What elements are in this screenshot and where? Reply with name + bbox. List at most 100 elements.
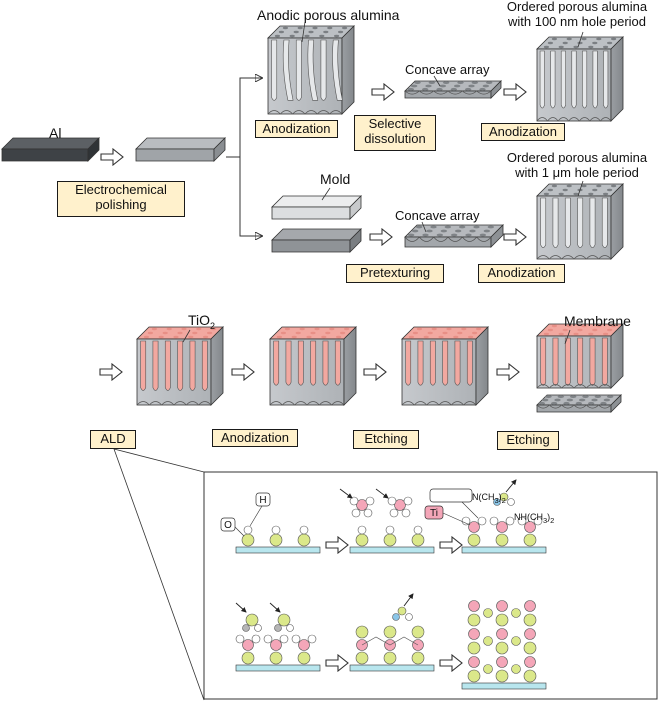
anodic-alumina-cube-channel <box>332 39 343 101</box>
concave-array-1-dimple <box>450 87 458 91</box>
anodic-alumina-cube-pore <box>342 26 348 30</box>
membrane-cube-pore <box>547 328 554 332</box>
ordered-alumina-100nm-cube-channel <box>550 50 556 109</box>
box-ald: ALD <box>90 430 136 449</box>
ordered-alumina-100nm-cube-pore <box>592 41 598 45</box>
ald-p6-bridge-0-0 <box>483 664 493 674</box>
ald-callout-ti-leader <box>442 512 471 526</box>
concave-array-2-dimple <box>426 229 433 233</box>
anodized-tio2-cube-pore <box>299 327 305 331</box>
anodized-tio2-cube-pore <box>344 327 350 331</box>
tio2-filled-cube-pore <box>151 327 157 331</box>
arrow-to-ordered-100-shape <box>503 82 527 102</box>
concave-array-1-dimple <box>425 84 432 88</box>
anodic-alumina-cube-pore <box>308 30 314 34</box>
anodized-tio2-cube-channel <box>297 340 304 386</box>
ald-p4-ligand-b-2 <box>307 634 317 644</box>
ordered-alumina-100nm-cube-channel <box>582 50 588 109</box>
nhch3-close: ) <box>547 512 551 522</box>
etched-tio2-cube-channel <box>429 340 436 386</box>
ordered-alumina-1um-cube-pore <box>611 184 617 188</box>
etched-tio2-cube-pore <box>431 327 437 331</box>
anodic-alumina-cube-pore <box>293 30 299 34</box>
ald-p4-ti-0 <box>242 639 254 651</box>
anodized-tio2-cube-channel <box>334 340 341 386</box>
tio2-filled-cube-pore <box>147 331 153 335</box>
ald-p4-ti-2 <box>298 639 310 651</box>
membrane-base-dimple <box>541 398 549 402</box>
mold-plate-top <box>271 195 362 208</box>
membrane-cube-pore <box>592 328 598 332</box>
membrane-base-dimple <box>587 401 595 405</box>
concave-array-2-dimple <box>483 229 491 233</box>
etched-tio2-cube-pore <box>476 327 482 331</box>
tio2-filled-cube-pore <box>207 331 213 335</box>
ald-callout-h-text: H <box>259 495 266 506</box>
ald-p3-ligand-b-2 <box>533 516 543 526</box>
arrow-to-concave-2 <box>369 227 393 247</box>
ordered-alumina-100nm-cube-pore <box>573 45 579 49</box>
membrane-cube-pore <box>581 324 587 328</box>
ald-p2-ligand-b-0 <box>365 496 375 506</box>
concave-array-1-dimple <box>407 87 415 91</box>
ordered-alumina-100nm-cube-pore <box>566 37 572 41</box>
box-anodization-1: Anodization <box>255 120 338 138</box>
ald-p2-substrate <box>349 546 435 554</box>
ald-p6-substrate <box>461 682 547 690</box>
branch-bracket <box>226 78 262 236</box>
anodic-alumina-cube-pore <box>338 30 344 34</box>
concave-array-2-dimple <box>465 233 472 237</box>
membrane-base-dimple <box>563 401 570 405</box>
ordered-alumina-1um-cube-pore <box>588 192 594 196</box>
leader-ordered-100 <box>577 31 584 48</box>
polished-plate <box>135 137 226 162</box>
concave-array-1-dimple <box>436 87 443 91</box>
tio2-filled-cube-pore <box>192 331 198 335</box>
tio2-subscript: 2 <box>210 320 216 331</box>
leader-membrane <box>564 329 571 345</box>
etched-tio2-cube-channel <box>405 340 412 386</box>
anodic-alumina-cube-channel <box>282 39 294 101</box>
ald-p6-bridge-1-0 <box>511 664 521 674</box>
concave-array-1-dimple <box>468 84 475 88</box>
ald-p4-oxygen-2 <box>297 651 311 665</box>
concave-array-1-dimple <box>421 87 429 91</box>
box-electrochemical-polishing: Electrochemical polishing <box>57 181 185 217</box>
polished-plate-top <box>135 137 226 150</box>
membrane-base-dimple <box>550 401 558 405</box>
ald-p5-leaving-arrow <box>403 593 414 607</box>
concave-array-2-dimple <box>458 225 466 229</box>
ordered-alumina-1um-cube-pore <box>543 192 550 196</box>
membrane-base-dimple <box>603 398 611 402</box>
membrane-base-dimple <box>594 395 602 399</box>
ald-p4-substrate <box>235 664 321 672</box>
ordered-alumina-1um-cube-channel <box>540 197 547 248</box>
membrane-cube-pore <box>603 332 609 336</box>
ordered-alumina-1um-cube-pore <box>607 188 613 192</box>
tio2-filled-cube-pore <box>203 335 209 339</box>
anodic-alumina-cube-pore <box>323 30 329 34</box>
ald-p1-oxygen-1 <box>269 533 283 547</box>
ordered-alumina-1um-cube-pore <box>581 184 587 188</box>
label-nhch3: NH(CH3)2 <box>514 512 554 525</box>
ald-p4-arrow-b <box>269 602 281 613</box>
ald-p2-ligand-d-1 <box>401 508 411 518</box>
ald-p5-oxygen-0 <box>355 651 369 665</box>
ordered-alumina-1um-cube-pore <box>558 192 564 196</box>
nch3-sub: 3 <box>494 495 499 505</box>
ald-p4-ligand-b-1 <box>279 634 289 644</box>
ordered-alumina-1um-cube-channel <box>589 197 596 248</box>
concave-array-1-scallop <box>404 90 492 95</box>
mold-plate-front <box>271 206 351 220</box>
ald-arrow-2-shape <box>439 535 463 555</box>
ald-p1-substrate <box>235 546 321 554</box>
tio2-filled-cube-pore <box>158 335 164 339</box>
tio2-filled-cube-pore <box>166 327 172 331</box>
ald-p6-layer-1-5 <box>496 600 508 612</box>
ald-p5-substrate <box>349 664 435 672</box>
concave-array-1-dimple <box>453 84 461 88</box>
membrane-base-scallop <box>536 404 612 409</box>
tio2-filled-cube-pore <box>211 327 217 331</box>
concave-array-1-dimple <box>410 84 418 88</box>
